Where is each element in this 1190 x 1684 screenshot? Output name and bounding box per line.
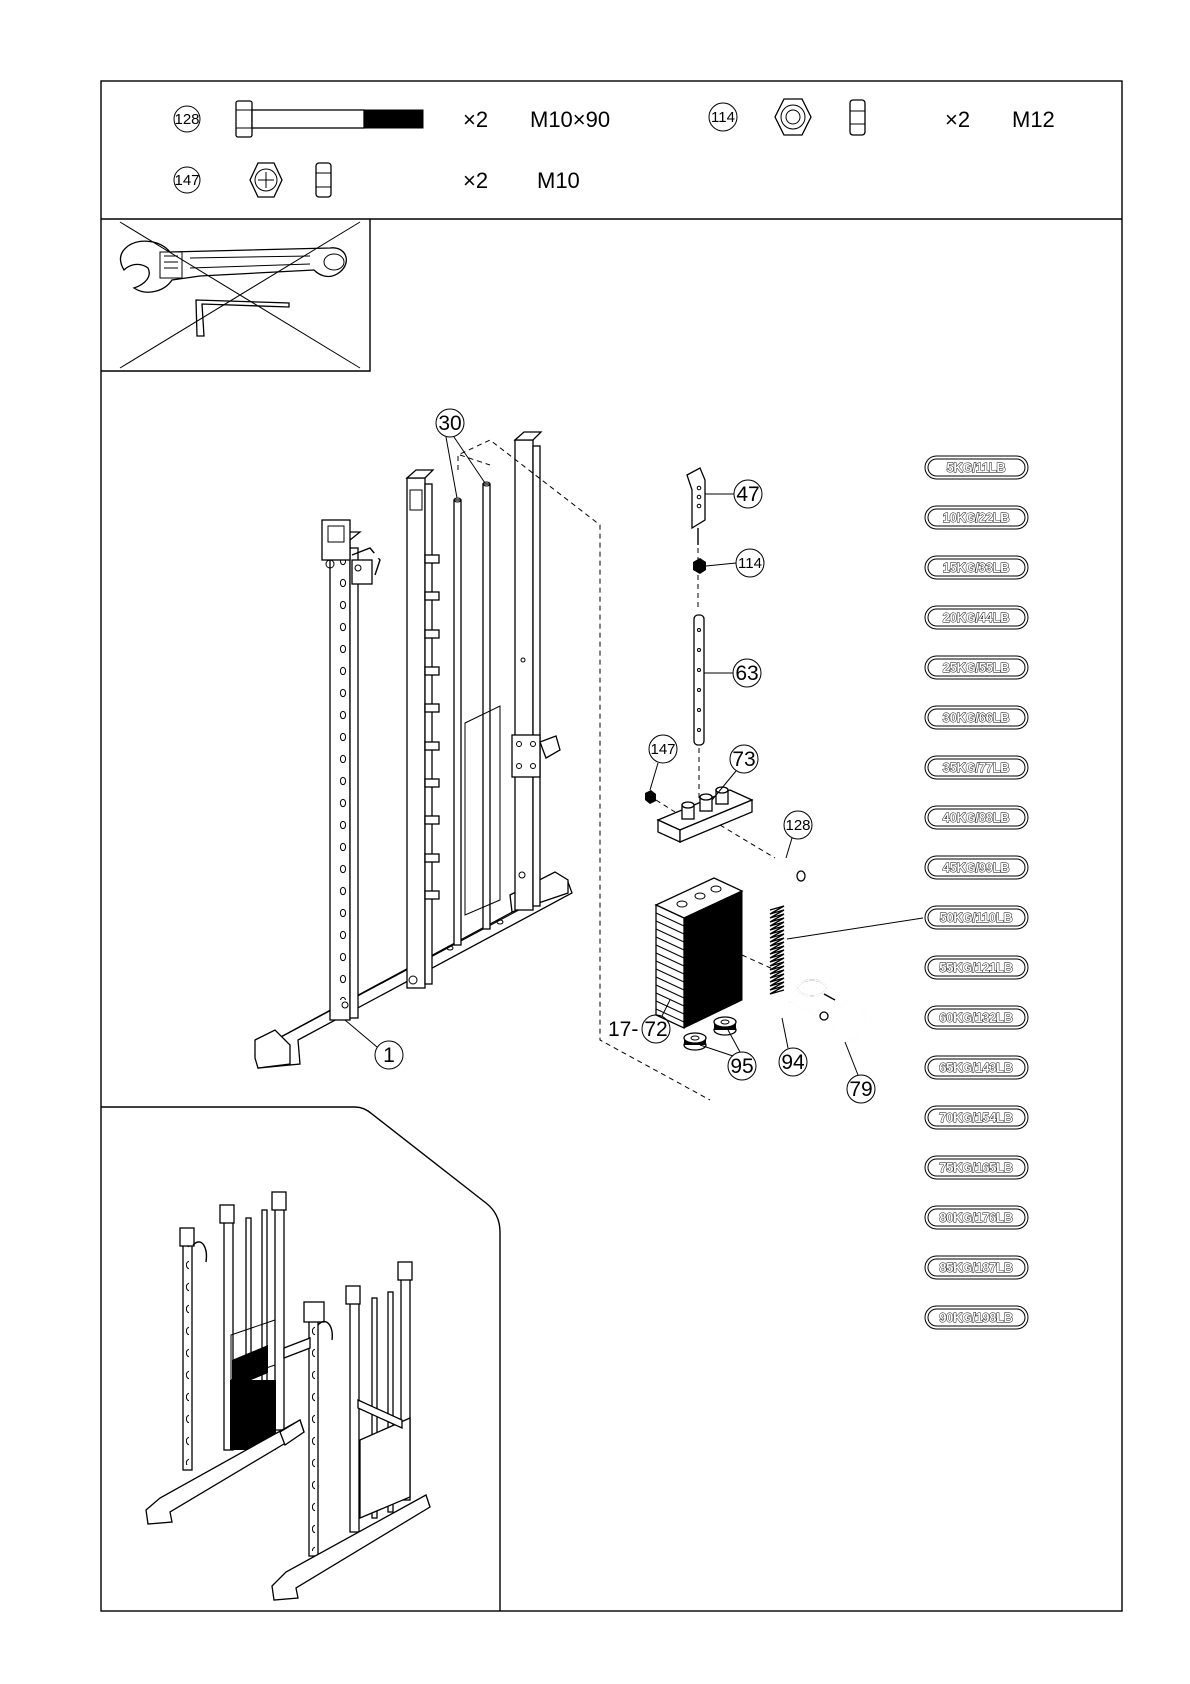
selector-top-bracket (687, 468, 705, 545)
callout-94: 94 (779, 1018, 807, 1076)
weight-label-25kg: 25KG/55LB (925, 656, 1028, 679)
weight-label-5kg: 5KG/11LB (925, 456, 1028, 479)
callout-47: 47 (705, 480, 762, 508)
svg-text:40KG/88LB: 40KG/88LB (943, 810, 1010, 825)
hardware-item-128: 128 ×2 M10×90 (174, 101, 610, 137)
svg-text:25KG/55LB: 25KG/55LB (943, 660, 1010, 675)
middle-upright (407, 470, 439, 988)
pin-bolt-128 (770, 858, 805, 881)
svg-text:17-: 17- (608, 1018, 638, 1041)
weight-label-40kg: 40KG/88LB (925, 806, 1028, 829)
callout-label: 147 (174, 172, 199, 189)
callout-30: 30 (436, 409, 485, 498)
selector-pin (790, 980, 864, 1042)
hardware-qty: ×2 (463, 168, 488, 193)
overview-inset (101, 1107, 500, 1611)
nut-icon (775, 99, 865, 135)
svg-text:70KG/154LB: 70KG/154LB (939, 1110, 1013, 1125)
svg-text:47: 47 (736, 483, 759, 506)
svg-text:35KG/77LB: 35KG/77LB (943, 760, 1010, 775)
bolt-icon (236, 101, 423, 137)
callout-label: 114 (711, 109, 735, 126)
hardware-item-147: 147 ×2 M10 (174, 163, 580, 197)
callout-63: 63 (704, 659, 761, 687)
svg-text:147: 147 (650, 741, 675, 758)
svg-text:72: 72 (644, 1018, 667, 1041)
weight-plates (656, 878, 742, 1028)
hex-key-icon (196, 300, 289, 336)
overview-connector (284, 1338, 402, 1428)
callout-114: 114 (706, 549, 764, 577)
hardware-panel: 128 ×2 M10×90 114 ×2 (174, 99, 1055, 197)
weight-label-65kg: 65KG/143LB (925, 1056, 1028, 1079)
hardware-size: M12 (1012, 107, 1055, 132)
selector-rod (694, 615, 704, 745)
svg-text:55KG/121LB: 55KG/121LB (939, 960, 1013, 975)
weight-label-45kg: 45KG/99LB (925, 856, 1028, 879)
hardware-qty: ×2 (945, 107, 970, 132)
callout-label: 128 (174, 111, 199, 128)
svg-text:94: 94 (781, 1051, 805, 1074)
svg-text:1: 1 (383, 1044, 395, 1067)
weight-label-90kg: 90KG/198LB (925, 1306, 1028, 1329)
weight-label-60kg: 60KG/132LB (925, 1006, 1028, 1029)
svg-text:30KG/66LB: 30KG/66LB (943, 710, 1010, 725)
svg-text:10KG/22LB: 10KG/22LB (943, 510, 1010, 525)
svg-text:95: 95 (730, 1055, 753, 1078)
top-plate (658, 787, 752, 842)
callout-79: 79 (845, 1042, 875, 1103)
hardware-qty: ×2 (463, 107, 488, 132)
tools-box (101, 219, 370, 371)
svg-text:90KG/198LB: 90KG/198LB (939, 1310, 1013, 1325)
svg-text:50KG/110LB: 50KG/110LB (940, 910, 1013, 925)
svg-text:20KG/44LB: 20KG/44LB (943, 610, 1010, 625)
spring (770, 906, 784, 994)
weight-label-75kg: 75KG/165LB (925, 1156, 1028, 1179)
weight-label-20kg: 20KG/44LB (925, 606, 1028, 629)
callout-95: 95 (700, 1030, 756, 1080)
hardware-size: M10 (537, 168, 580, 193)
frame-assembly (255, 432, 710, 1100)
svg-text:45KG/99LB: 45KG/99LB (943, 860, 1010, 875)
weight-label-70kg: 70KG/154LB (925, 1106, 1028, 1129)
weight-label-15kg: 15KG/33LB (925, 556, 1028, 579)
hardware-item-114: 114 ×2 M12 (709, 99, 1055, 135)
weight-label-35kg: 35KG/77LB (925, 756, 1028, 779)
svg-text:15KG/33LB: 15KG/33LB (943, 560, 1010, 575)
wrench-icon (121, 241, 347, 292)
svg-text:80KG/176LB: 80KG/176LB (939, 1210, 1013, 1225)
svg-text:5KG/11LB: 5KG/11LB (946, 460, 1005, 475)
svg-text:65KG/143LB: 65KG/143LB (939, 1060, 1013, 1075)
nut-icon (250, 163, 331, 197)
weight-label-80kg: 80KG/176LB (925, 1206, 1028, 1229)
callout-147: 147 (649, 735, 677, 790)
left-upright (322, 520, 392, 1020)
weight-labels: 5KG/11LB 10KG/22LB 15KG/33LB 20KG/44LB 2… (925, 456, 1028, 1329)
svg-text:114: 114 (738, 555, 762, 572)
svg-text:60KG/132LB: 60KG/132LB (939, 1010, 1013, 1025)
svg-text:73: 73 (732, 748, 755, 771)
svg-text:85KG/187LB: 85KG/187LB (939, 1260, 1013, 1275)
right-upright (512, 432, 560, 910)
hardware-size: M10×90 (530, 107, 610, 132)
svg-text:79: 79 (849, 1078, 872, 1101)
weight-label-30kg: 30KG/66LB (925, 706, 1028, 729)
overview-station-rear (146, 1192, 304, 1524)
svg-text:128: 128 (785, 817, 810, 834)
callout-128: 128 (784, 811, 812, 858)
weight-label-55kg: 55KG/121LB (925, 956, 1028, 979)
weight-label-50kg: 50KG/110LB (925, 906, 1028, 929)
callout-1: 1 (345, 1020, 403, 1069)
weight-stack-assembly (645, 468, 923, 1050)
weight-label-10kg: 10KG/22LB (925, 506, 1028, 529)
svg-text:63: 63 (735, 662, 758, 685)
weight-label-85kg: 85KG/187LB (925, 1256, 1028, 1279)
svg-text:75KG/165LB: 75KG/165LB (939, 1160, 1013, 1175)
svg-text:30: 30 (438, 412, 461, 435)
